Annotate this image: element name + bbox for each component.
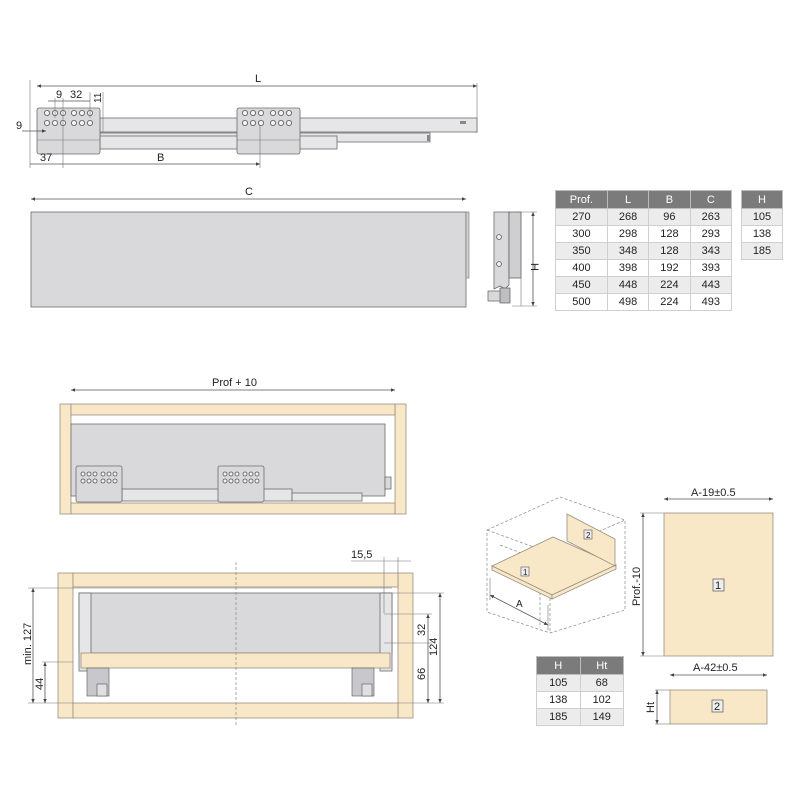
col-header-H: H (536, 656, 581, 675)
side-panel-body (30, 211, 467, 308)
dim-label-32: 32 (70, 89, 82, 101)
iso-label-1: 1 (523, 568, 528, 577)
mounting-bracket-right (236, 107, 301, 155)
iso-panel-2 (566, 513, 616, 567)
col-header-H: H (741, 190, 783, 209)
dim-label-124: 124 (428, 638, 440, 656)
cut-panel-2: A-42±0.5 Ht 2 (645, 662, 768, 725)
bracket-holes-left (44, 110, 94, 127)
table-row: 185 (741, 242, 783, 260)
table-row: 105 (741, 208, 783, 226)
dim-label-9-top: 9 (56, 89, 62, 101)
rail-slide (99, 135, 338, 150)
isometric-drawer-assembly: 1 2 A (486, 496, 626, 634)
side-profile-H: H (487, 211, 540, 307)
col-header-Ht: Ht (579, 656, 624, 675)
dim-label-H: H (528, 263, 540, 271)
cabinet-side-view: Prof + 10 (59, 377, 407, 515)
panel2-number: 2 (714, 701, 720, 713)
table-header-row: H Ht (536, 656, 624, 675)
height-table: H 105 138 185 (741, 190, 783, 260)
dim-label-C: C (245, 186, 253, 198)
dim-label-44: 44 (34, 678, 46, 690)
dim-label-32-front: 32 (416, 624, 428, 636)
panel2-height-label: Ht (645, 702, 657, 713)
col-header-C: C (689, 190, 733, 209)
dim-label-15-5: 15,5 (351, 549, 372, 561)
dim-label-prof-plus-10: Prof + 10 (212, 377, 257, 389)
table-row: 138 (741, 225, 783, 243)
panel1-number: 1 (715, 580, 721, 592)
iso-label-2: 2 (586, 531, 591, 540)
col-header-L: L (606, 190, 650, 209)
dim-label-min-127: min. 127 (22, 623, 34, 665)
iso-label-A: A (516, 599, 523, 610)
drawer-bottom-panel (80, 652, 391, 669)
drawer-runner-top-view: L 9 32 11 (16, 73, 478, 168)
bracket-holes-right (241, 110, 292, 127)
dim-label-9-left: 9 (16, 120, 22, 132)
col-header-prof: Prof. (555, 190, 608, 209)
dim-label-B: B (157, 152, 164, 164)
drawer-side-panel: C (30, 186, 470, 308)
dim-label-37: 37 (40, 152, 52, 164)
panel1-height-label: Prof.-10 (631, 567, 643, 606)
table-header-row: H (741, 190, 783, 209)
col-header-B: B (648, 190, 691, 209)
dim-label-11: 11 (93, 92, 104, 103)
cut-panel-1: A-19±0.5 Prof.-10 1 (631, 487, 774, 657)
table-header-row: Prof. L B C (555, 190, 733, 209)
panel1-width-label: A-19±0.5 (691, 487, 736, 499)
dim-label-66: 66 (416, 668, 428, 680)
panel2-width-label: A-42±0.5 (693, 662, 738, 674)
dim-label-L: L (255, 73, 261, 85)
drawer-front-body (78, 592, 393, 654)
cabinet-front-view: min. 127 44 15,5 32 124 66 (22, 549, 444, 726)
